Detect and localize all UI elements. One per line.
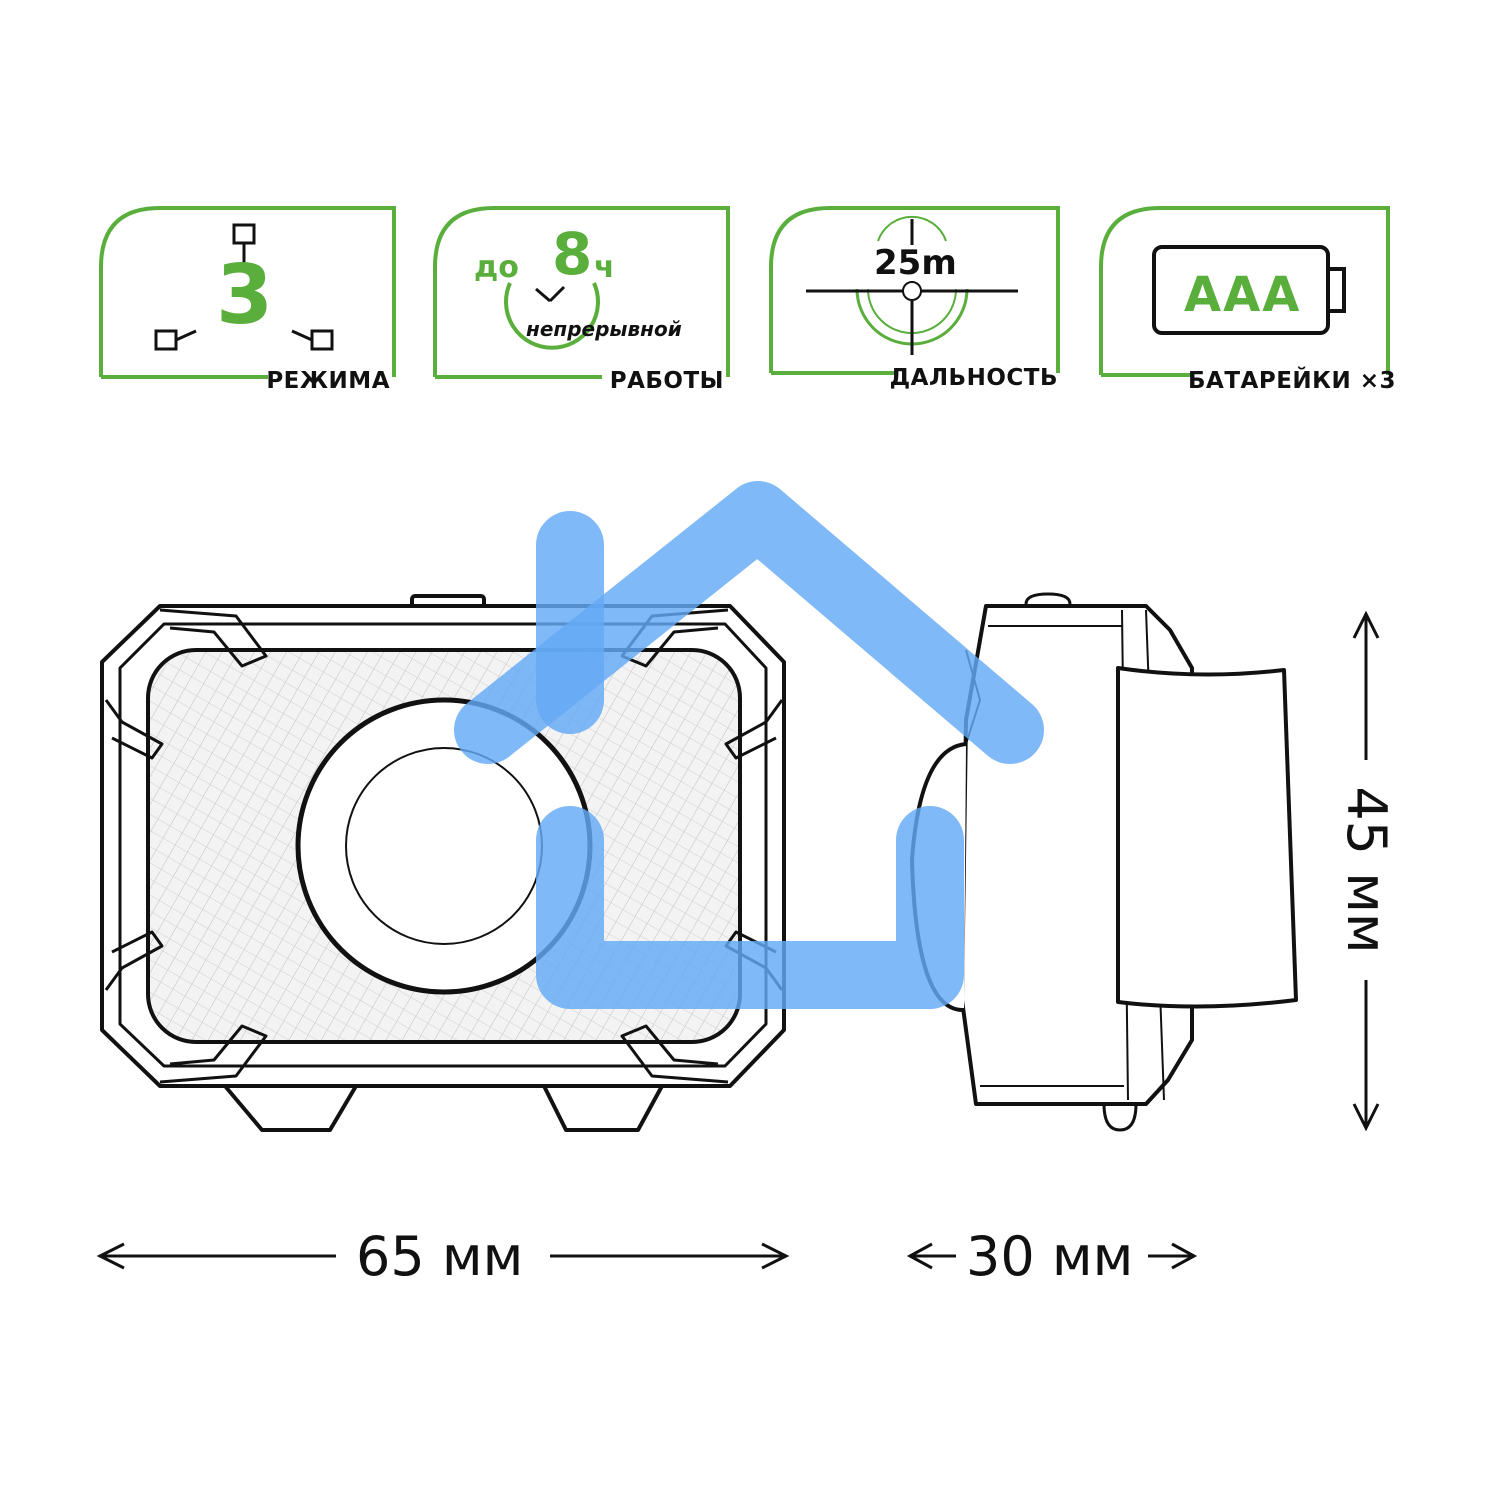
modes-caption: РЕЖИМА [266, 368, 390, 394]
runtime-unit: ч [594, 250, 615, 285]
modes-value: 3 [216, 248, 274, 343]
range-badge: 25m ДАЛЬНОСТЬ [768, 205, 1068, 405]
switch-icon [154, 223, 334, 351]
front-view [100, 594, 786, 1132]
modes-badge: 3 РЕЖИМА [98, 205, 398, 405]
width-dimension: 65 мм [356, 1225, 524, 1288]
battery-badge: AAA БАТАРЕЙКИ ×3 [1098, 205, 1398, 405]
depth-dimension: 30 мм [966, 1225, 1134, 1288]
battery-value: AAA [1184, 267, 1302, 323]
home-icon [454, 481, 1044, 1009]
runtime-note: непрерывной [526, 317, 682, 341]
crosshair-icon [806, 215, 1018, 355]
modes-badge-frame [99, 206, 396, 379]
runtime-badge-frame [433, 206, 730, 379]
runtime-prefix: до [474, 250, 519, 285]
height-dimension: 45 мм [1335, 786, 1398, 954]
runtime-caption: РАБОТЫ [609, 368, 724, 394]
clock-icon [504, 282, 600, 350]
range-value: 25m [874, 243, 957, 283]
range-caption: ДАЛЬНОСТЬ [889, 365, 1058, 391]
runtime-badge: до 8 ч непрерывной РАБОТЫ [432, 205, 732, 405]
battery-icon [1152, 245, 1346, 335]
battery-badge-frame [1099, 206, 1390, 377]
battery-caption: БАТАРЕЙКИ ×3 [1188, 368, 1396, 394]
runtime-value: 8 [552, 220, 593, 288]
dimension-lines [96, 610, 1380, 1270]
range-badge-frame [769, 206, 1060, 375]
